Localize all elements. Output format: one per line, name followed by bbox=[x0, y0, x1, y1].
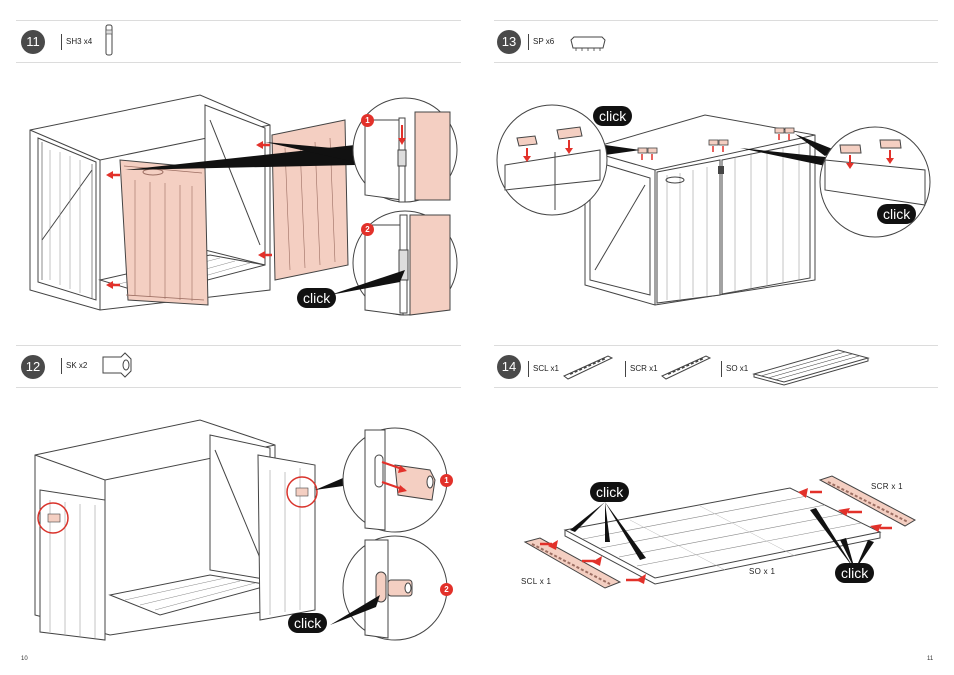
callout-1: 1 bbox=[361, 114, 374, 127]
floor-panel-icon bbox=[752, 346, 870, 386]
step-11-bottom-rule bbox=[16, 62, 461, 63]
step-14-bottom-rule bbox=[494, 387, 938, 388]
page-number-right: 11 bbox=[927, 656, 934, 662]
part-label-scl: SCL x1 bbox=[528, 361, 559, 377]
step-number: 13 bbox=[497, 30, 521, 54]
step-14-top-rule bbox=[494, 345, 938, 346]
step-13-top-rule bbox=[494, 20, 938, 21]
step-14-figure bbox=[510, 470, 930, 600]
step-12-bottom-rule bbox=[16, 387, 461, 388]
step-11-figure bbox=[20, 90, 465, 320]
label-scr: SCR x 1 bbox=[871, 482, 903, 491]
callout-2: 2 bbox=[440, 583, 453, 596]
callout-1: 1 bbox=[440, 474, 453, 487]
step-11-top-rule bbox=[16, 20, 461, 21]
click-label: click bbox=[835, 563, 875, 583]
click-label: click bbox=[297, 288, 337, 308]
step-12-figure bbox=[20, 410, 465, 645]
rail-right-icon bbox=[660, 352, 712, 380]
part-label-so: SO x1 bbox=[721, 361, 748, 377]
page-number-left: 10 bbox=[21, 656, 28, 662]
pin-icon bbox=[103, 24, 115, 58]
label-scl: SCL x 1 bbox=[521, 577, 552, 586]
part-label-sk: SK x2 bbox=[61, 358, 87, 374]
step-13-figure bbox=[495, 90, 940, 315]
label-so: SO x 1 bbox=[749, 567, 776, 576]
callout-2: 2 bbox=[361, 223, 374, 236]
connector-icon bbox=[568, 34, 608, 52]
part-label-sh3: SH3 x4 bbox=[61, 34, 92, 50]
click-label: click bbox=[288, 613, 328, 633]
step-12-top-rule bbox=[16, 345, 461, 346]
part-label-sp: SP x6 bbox=[528, 34, 554, 50]
click-label: click bbox=[590, 482, 630, 502]
click-label: click bbox=[593, 106, 633, 126]
step-number: 12 bbox=[21, 355, 45, 379]
step-number: 14 bbox=[497, 355, 521, 379]
part-label-scr: SCR x1 bbox=[625, 361, 658, 377]
rail-left-icon bbox=[562, 352, 614, 380]
bracket-icon bbox=[101, 351, 135, 381]
step-number: 11 bbox=[21, 30, 45, 54]
click-label: click bbox=[877, 204, 917, 224]
step-13-bottom-rule bbox=[494, 62, 938, 63]
